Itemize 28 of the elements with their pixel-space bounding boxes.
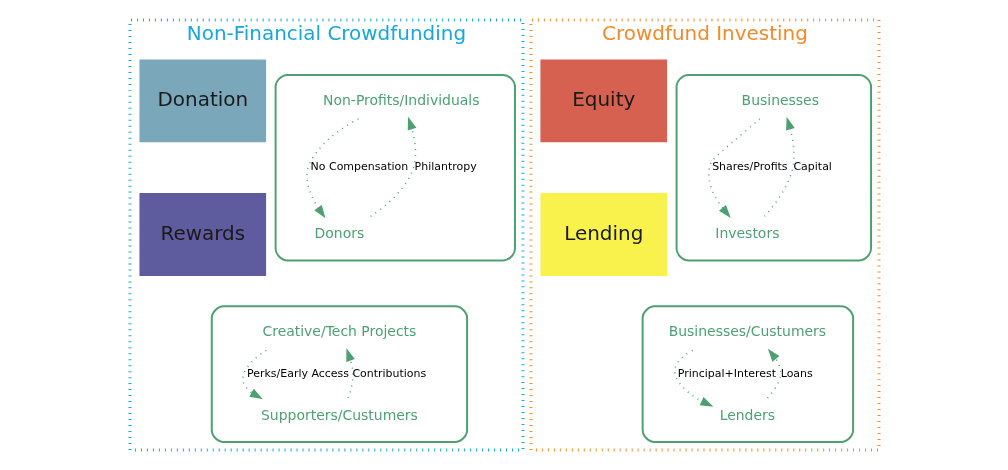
cluster (641, 305, 854, 443)
arrow (241, 349, 267, 400)
cluster (675, 73, 872, 262)
arrow (707, 118, 761, 218)
node-text: Non-Profits/Individuals (322, 91, 479, 108)
arrow (305, 118, 359, 219)
arrow (369, 116, 416, 218)
arrow (763, 116, 795, 218)
node-text: Lenders (719, 406, 775, 423)
cluster (274, 73, 516, 262)
node-text: Investors (714, 225, 779, 242)
node-text: Creative/Tech Projects (261, 322, 416, 339)
edge-label: Shares/Profits (711, 160, 788, 174)
arrow (766, 348, 781, 399)
edge-label: Principal+Interest (677, 366, 776, 380)
node-text: Supporters/Custumers (260, 406, 418, 423)
edge-label: Capital (792, 160, 832, 174)
node-text: Donors (314, 225, 364, 242)
edge-label: Perks/Early Access (246, 366, 349, 380)
node-text: Businesses/Custumers (668, 322, 826, 339)
arrow (345, 348, 355, 399)
arrow (673, 349, 713, 407)
cluster (210, 305, 468, 443)
edge-label: No Compensation (310, 160, 408, 174)
edge-label: Loans (780, 366, 813, 380)
edge-label: Philantropy (414, 160, 477, 174)
edge-label: Contributions (351, 366, 426, 380)
node-text: Businesses (741, 91, 819, 108)
